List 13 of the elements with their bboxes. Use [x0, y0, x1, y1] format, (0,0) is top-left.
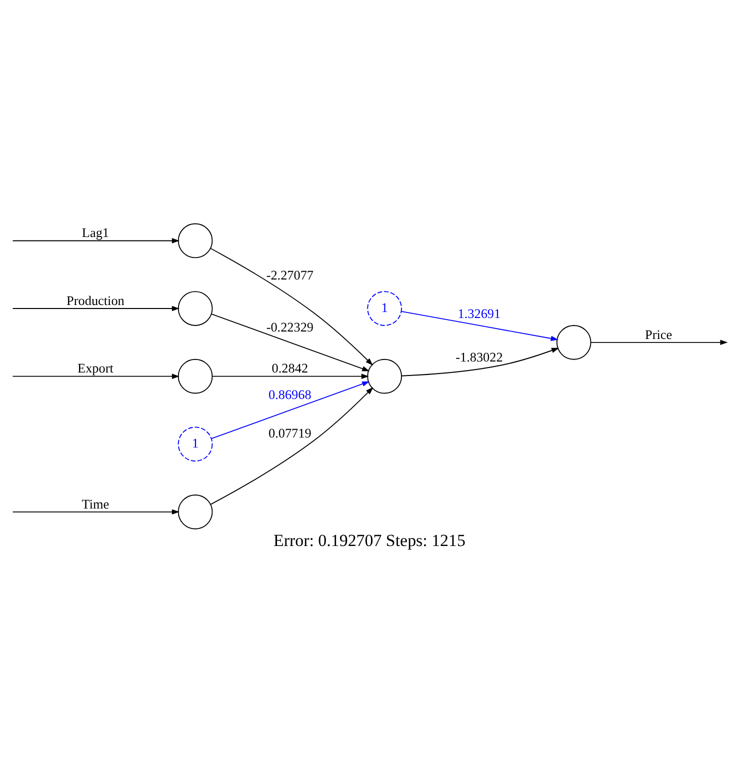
edge-label: Export	[78, 360, 114, 376]
edge-label: -1.83022	[456, 349, 503, 364]
edge-label: Time	[82, 496, 110, 512]
edge-label: 0.07719	[268, 426, 312, 441]
edge-label: 1.32691	[458, 306, 501, 322]
edge-label: Price	[645, 326, 672, 342]
edge-label: Lag1	[82, 225, 110, 240]
caption: Error: 0.192707 Steps: 1215	[274, 531, 466, 550]
edge-label: -0.22329	[266, 319, 314, 334]
edge-label: 0.2842	[272, 360, 308, 376]
edge-label: Production	[66, 292, 124, 308]
edge-label: 0.86968	[268, 387, 312, 402]
edge-label: -2.27077	[266, 268, 314, 283]
